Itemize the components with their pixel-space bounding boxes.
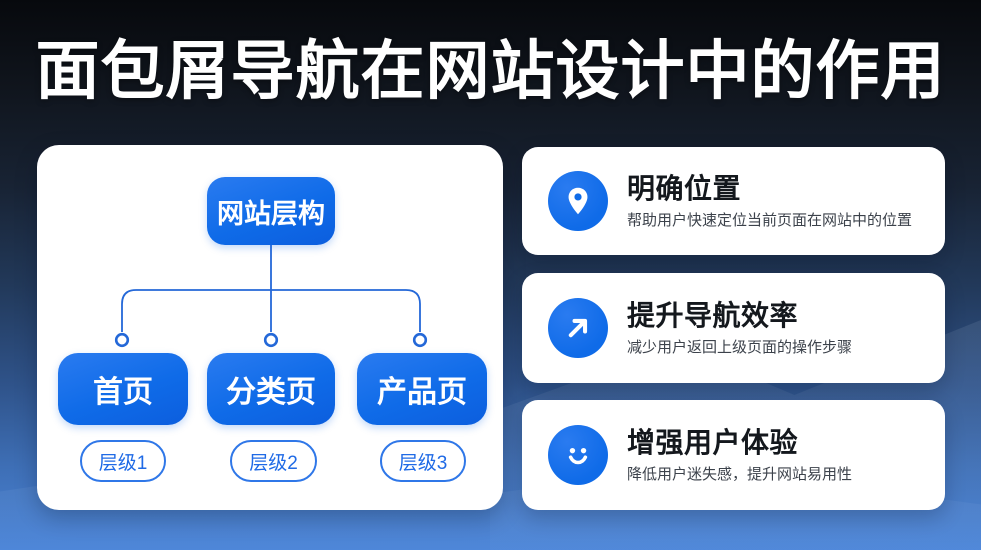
tree-node-home: 首页 (58, 353, 188, 425)
level-badge-3: 层级3 (380, 440, 466, 482)
benefit-title: 明确位置 (627, 172, 742, 204)
benefit-description: 减少用户返回上级页面的操作步骤 (627, 338, 853, 356)
benefit-card-navigation-efficiency: 提升导航效率 减少用户返回上级页面的操作步骤 (522, 273, 945, 383)
benefit-description: 降低用户迷失感，提升网站易用性 (627, 465, 853, 483)
benefit-text-block: 增强用户体验 降低用户迷失感，提升网站易用性 (627, 426, 852, 485)
benefits-column: 明确位置 帮助用户快速定位当前页面在网站中的位置 提升导航效率 减少用户返回上级… (522, 147, 945, 510)
location-pin-icon (548, 171, 608, 231)
page-title: 面包屑导航在网站设计中的作用 (35, 35, 946, 107)
tree-root-node: 网站层构 (207, 177, 335, 245)
tree-connector-lines (114, 245, 428, 348)
level-badge-2: 层级2 (230, 440, 317, 482)
site-structure-card: 网站层构 首页 分类页 产品页 层级1 层级2 层级3 (37, 145, 503, 510)
benefit-card-clear-position: 明确位置 帮助用户快速定位当前页面在网站中的位置 (522, 147, 945, 255)
tree-node-product: 产品页 (357, 353, 487, 425)
benefit-description: 帮助用户快速定位当前页面在网站中的位置 (627, 211, 913, 229)
benefit-text-block: 提升导航效率 减少用户返回上级页面的操作步骤 (627, 299, 852, 358)
benefit-title: 增强用户体验 (627, 426, 799, 458)
benefit-text-block: 明确位置 帮助用户快速定位当前页面在网站中的位置 (627, 172, 912, 231)
smiley-face-icon (548, 425, 608, 485)
arrow-up-right-icon (548, 298, 608, 358)
benefit-title: 提升导航效率 (627, 299, 799, 331)
level-badge-1: 层级1 (80, 440, 166, 482)
benefit-card-user-experience: 增强用户体验 降低用户迷失感，提升网站易用性 (522, 400, 945, 510)
tree-node-category: 分类页 (207, 353, 335, 425)
